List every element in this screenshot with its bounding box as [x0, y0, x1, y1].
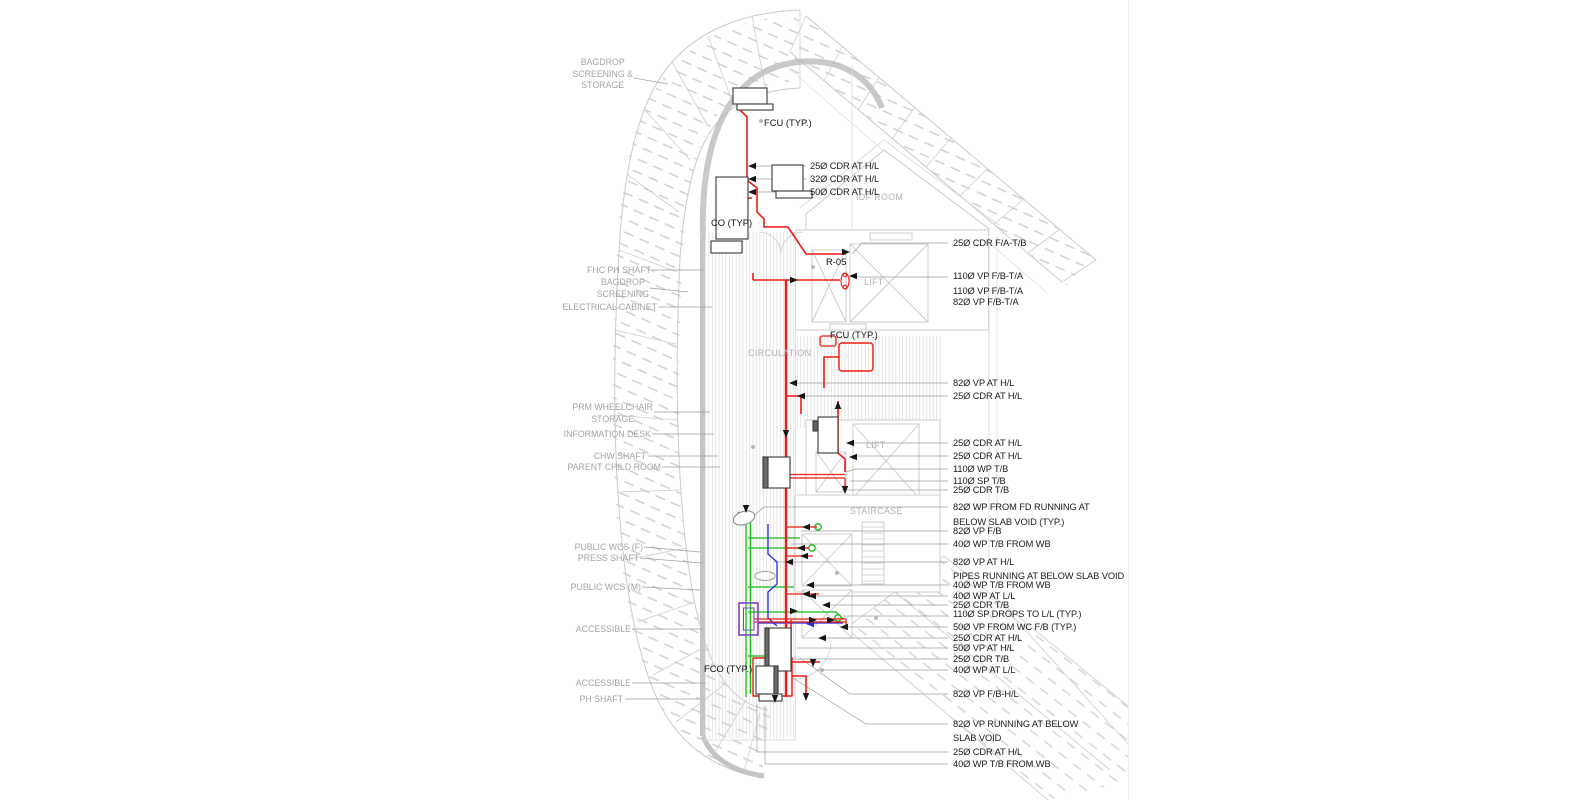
r05-fitting: [840, 272, 850, 290]
floor-zone-bottom-right: [845, 555, 1129, 800]
leader-lines: [625, 77, 948, 765]
core-rooms: [703, 66, 1001, 741]
equipment: [710, 87, 839, 702]
flow-arrows: [742, 162, 857, 703]
reference-dots: [751, 119, 878, 672]
fixture-purple: [738, 602, 759, 636]
building-facade-band-topright: [785, 15, 1097, 293]
inner-hook-wall: [699, 58, 885, 779]
